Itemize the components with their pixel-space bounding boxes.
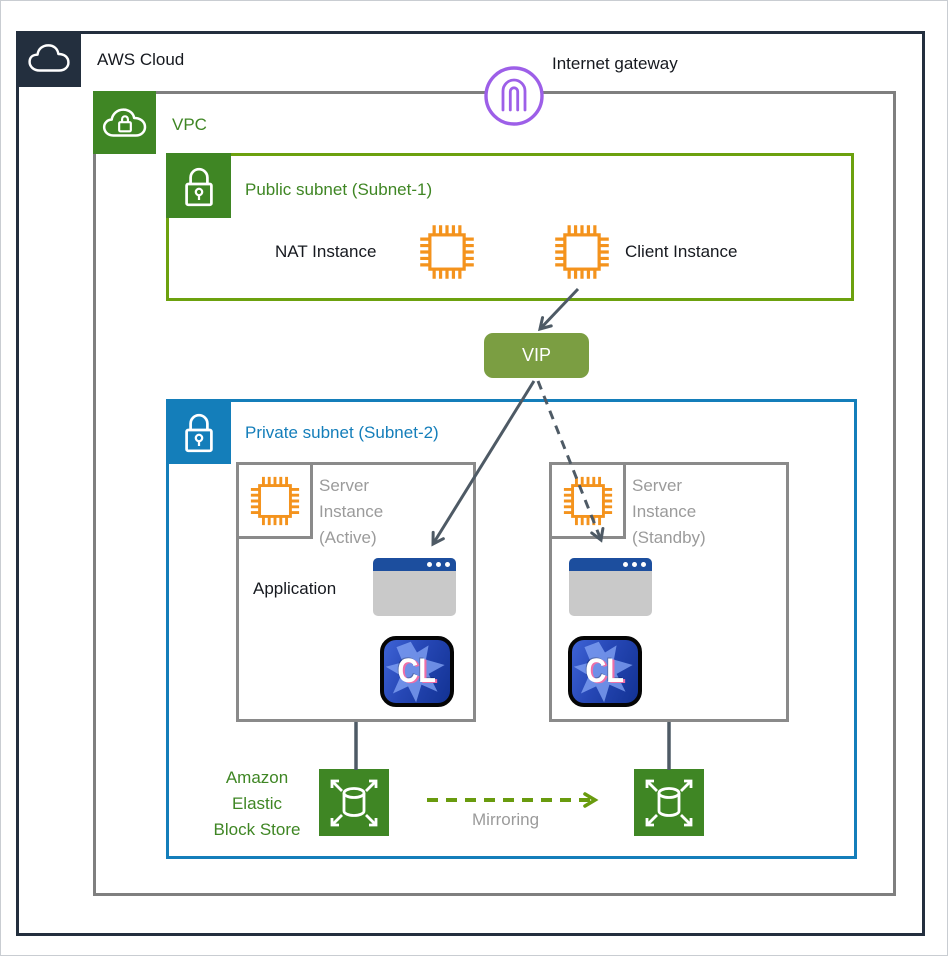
public-subnet-label: Public subnet (Subnet-1) (245, 180, 433, 199)
public-subnet-box (166, 153, 854, 301)
cl-badge-active: CL (380, 636, 454, 707)
browser-dot (445, 562, 450, 567)
private-subnet-lock-icon (166, 399, 231, 464)
server-chip-icon (563, 476, 612, 525)
browser-dot (436, 562, 441, 567)
aws-cloud-box (16, 31, 925, 936)
application-window-icon (569, 558, 652, 616)
browser-dot (623, 562, 628, 567)
nat-instance-label: NAT Instance (275, 242, 377, 261)
ebs-label: Amazon Elastic Block Store (213, 768, 301, 839)
mirroring-label: Mirroring (472, 810, 540, 829)
browser-dot (641, 562, 646, 567)
vip-label: VIP (521, 345, 551, 365)
cl-badge-label: CL (397, 652, 437, 690)
server-standby-label: Server Instance (Standby) (632, 476, 706, 547)
server-active-chip-box (236, 462, 313, 539)
aws-cloud-icon (16, 31, 81, 87)
vpc-label: VPC (172, 115, 207, 134)
client-instance-label: Client Instance (625, 242, 738, 261)
server-chip-icon (250, 476, 299, 525)
cl-badge-label: CL (585, 652, 625, 690)
server-standby-chip-box (549, 462, 626, 539)
client-instance-icon (552, 222, 612, 287)
browser-dot (632, 562, 637, 567)
application-window-icon (373, 558, 456, 616)
application-label: Application (253, 579, 337, 598)
nat-instance-icon (417, 222, 477, 287)
cl-splat-shape (573, 641, 633, 703)
vpc-icon (93, 91, 156, 154)
browser-titlebar (569, 558, 652, 571)
vip-badge: VIP (484, 333, 589, 378)
aws-cloud-label: AWS Cloud (97, 50, 185, 69)
ebs-icon-left (319, 769, 389, 836)
public-subnet-lock-icon (166, 153, 231, 218)
cl-badge-standby: CL (568, 636, 642, 707)
private-subnet-label: Private subnet (Subnet-2) (245, 423, 439, 442)
server-active-label: Server Instance (Active) (319, 476, 384, 547)
internet-gateway-label: Internet gateway (552, 54, 678, 73)
browser-dot (427, 562, 432, 567)
browser-titlebar (373, 558, 456, 571)
cl-splat-shape (385, 641, 445, 703)
internet-gateway-icon (483, 65, 545, 127)
ebs-icon-right (634, 769, 704, 836)
